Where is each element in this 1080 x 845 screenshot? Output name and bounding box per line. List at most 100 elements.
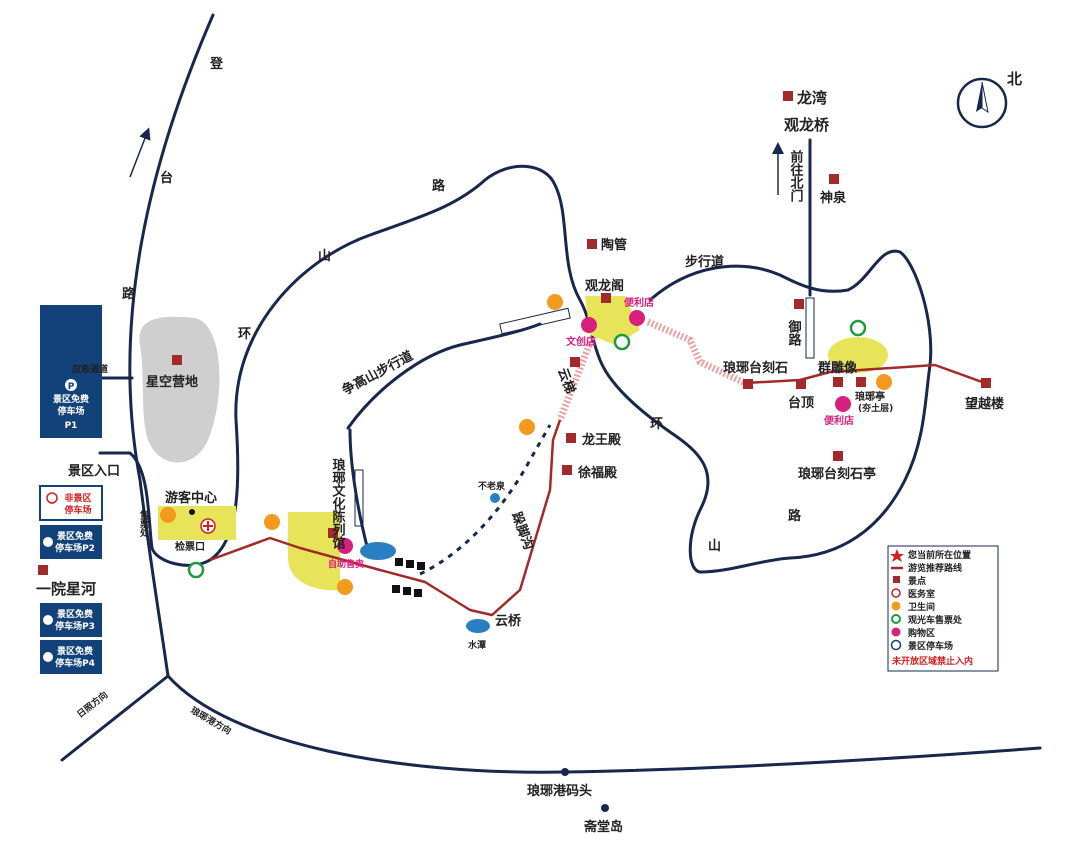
stairs — [354, 297, 815, 527]
label-longwan[interactable]: 龙湾 — [796, 89, 827, 107]
poi-longwan — [783, 91, 793, 101]
visitor-center-dot — [189, 509, 195, 515]
toilet-icon — [876, 374, 892, 390]
road-label-tai: 台 — [160, 170, 173, 186]
legend-item-route: 游览推荐路线 — [908, 562, 962, 574]
road-label-dujiaogou: 跺脚沟 — [508, 510, 536, 552]
parking-icon — [43, 537, 53, 547]
label-jingqu-rukou[interactable]: 景区入口 — [68, 464, 120, 479]
label-bulaoquan[interactable]: 不老泉 — [478, 480, 506, 492]
poi-yunti — [570, 357, 580, 367]
parking-icon — [890, 639, 902, 651]
parking-p4-line2: 停车场P4 — [55, 657, 95, 669]
bus-ticket-icon — [849, 319, 867, 337]
road-label-lu3: 路 — [788, 508, 802, 524]
road-label-emergency: 应急通道 — [72, 363, 108, 375]
label-yiyuan[interactable]: 一院星河 — [36, 580, 96, 598]
poi-wangyuelou — [981, 378, 991, 388]
poi-yulu — [794, 299, 804, 309]
label-xingkong[interactable]: 星空营地 — [146, 374, 198, 390]
road-label-huan2: 环 — [650, 417, 663, 432]
poi-shiketing — [833, 451, 843, 461]
label-zhaitang[interactable]: 斋堂岛 — [583, 819, 623, 835]
toilet-icons — [160, 294, 892, 595]
road-label-shan2: 山 — [708, 538, 721, 554]
label-conv2[interactable]: 便利店 — [824, 414, 854, 427]
route-main — [209, 419, 562, 617]
shopping-icon — [835, 396, 851, 412]
parking-p2-line2: 停车场P2 — [55, 542, 95, 554]
arrow-north-road — [129, 127, 151, 178]
road-label-yulu: 御路 — [786, 319, 803, 346]
poi-xingkong — [172, 355, 182, 365]
road-label-lu2: 路 — [432, 178, 446, 194]
poi-longwang — [566, 433, 576, 443]
legend-item-toilet: 卫生间 — [908, 601, 935, 613]
museum-link — [348, 428, 370, 552]
non-parking-line2: 停车场 — [64, 504, 91, 516]
label-shiketing[interactable]: 琅琊台刻石亭 — [798, 466, 876, 482]
stair-3 — [805, 297, 815, 359]
parking-icon — [65, 379, 77, 391]
road-label-yunti: 云梯 — [554, 366, 578, 396]
label-yunqiao[interactable]: 云桥 — [495, 613, 522, 629]
poi-taoguan — [587, 239, 597, 249]
label-guanlongge[interactable]: 观龙阁 — [585, 278, 624, 294]
label-chenlieguan[interactable]: 琅琊文化陈列馆 — [330, 457, 346, 550]
label-qundiaoxiang[interactable]: 群雕像 — [818, 360, 858, 376]
port-marker — [561, 768, 569, 776]
label-langya-shike[interactable]: 琅琊台刻石 — [723, 360, 788, 376]
legend-box — [887, 545, 999, 672]
label-jianpiao[interactable]: 检票口 — [175, 540, 205, 553]
toilet-icon — [160, 507, 176, 523]
legend-item-medical: 医务室 — [908, 588, 935, 600]
parking-p4-line1: 景区免费 — [57, 645, 93, 657]
poi-guanlongge — [601, 293, 611, 303]
north-label: 北 — [1007, 70, 1022, 88]
label-wangyuelou[interactable]: 望越楼 — [965, 396, 1004, 412]
legend-item-shopping: 购物区 — [908, 627, 935, 639]
parking-p2-line1: 景区免费 — [57, 530, 93, 542]
label-shenquan[interactable]: 神泉 — [820, 190, 847, 206]
label-taiding[interactable]: 台顶 — [788, 395, 814, 411]
label-youke[interactable]: 游客中心 — [165, 490, 217, 506]
label-conv1[interactable]: 便利店 — [624, 296, 654, 309]
label-guanlongqiao[interactable]: 观龙桥 — [784, 116, 830, 134]
zhenggao-walkway — [346, 322, 542, 430]
medical-icon — [200, 518, 216, 534]
label-zizhu[interactable]: 自助售卖 — [328, 558, 364, 570]
label-xufu[interactable]: 徐福殿 — [577, 465, 618, 481]
poi-yiyuan — [38, 565, 48, 575]
poi-markers — [38, 91, 991, 575]
label-wenchuang[interactable]: 文创店 — [566, 335, 596, 348]
label-longwang[interactable]: 龙王殿 — [582, 432, 622, 448]
legend-warning: 未开放区域禁止入内 — [891, 655, 973, 667]
legend-item-parking: 景区停车场 — [908, 640, 953, 652]
shop-icons — [337, 310, 851, 554]
label-gangmatou[interactable]: 琅琊港码头 — [527, 783, 592, 799]
toilet-icon — [547, 294, 563, 310]
recommended-route — [209, 363, 986, 617]
medical-icon — [891, 588, 901, 598]
dashed-path — [419, 424, 552, 576]
parking-p1-box[interactable] — [40, 305, 102, 438]
bus-icons — [187, 319, 867, 579]
star-icon — [890, 549, 904, 562]
star-camp-area — [139, 316, 220, 463]
label-shuitan[interactable]: 水潭 — [468, 639, 486, 651]
pond-2 — [466, 619, 490, 633]
poi-shike — [743, 379, 753, 389]
label-taoguan[interactable]: 陶管 — [601, 237, 627, 253]
toilet-icon — [264, 514, 280, 530]
legend: 您当前所在位置 游览推荐路线 景点 医务室 卫生间 观光车售票处 购物区 景区停… — [887, 545, 999, 672]
main-road-west — [128, 13, 215, 678]
poi-square-icon — [893, 576, 900, 583]
shopping-icon — [891, 627, 901, 637]
label-shoupiao[interactable]: 售票处 — [138, 509, 150, 538]
bulaoquan-spring — [490, 493, 500, 503]
road-sw-branch — [60, 674, 170, 762]
poi-taiding — [796, 379, 806, 389]
label-langyating[interactable]: 琅琊亭 — [855, 390, 885, 403]
island-marker — [601, 804, 609, 812]
road-label-lu: 路 — [122, 286, 136, 302]
